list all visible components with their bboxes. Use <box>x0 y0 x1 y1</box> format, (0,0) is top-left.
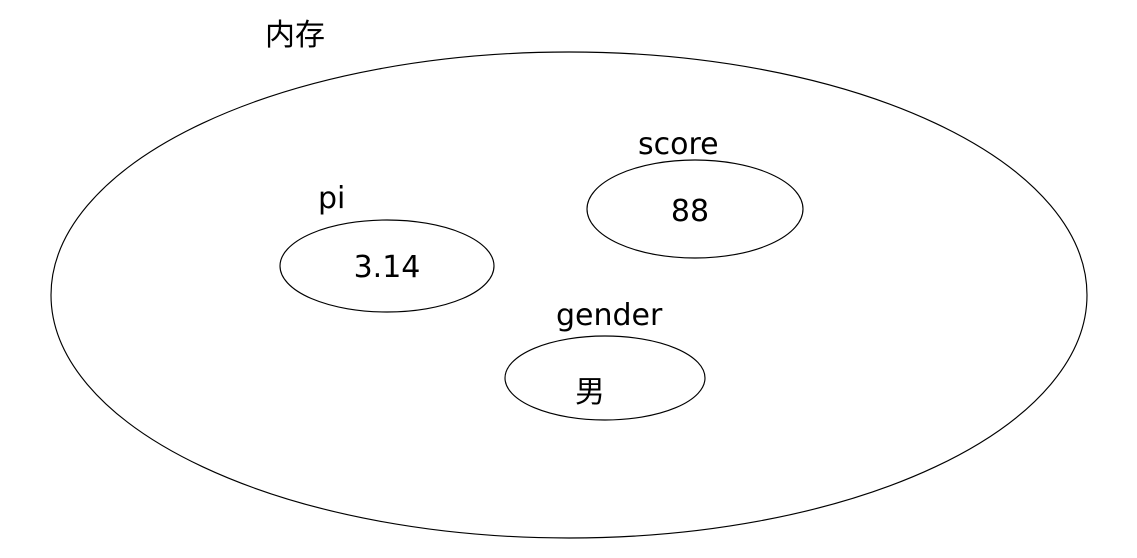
score-label: score <box>638 127 719 162</box>
score-ellipse <box>587 160 803 258</box>
variable-pi: pi 3.14 <box>280 181 494 312</box>
variable-score: score 88 <box>587 127 803 258</box>
pi-ellipse <box>280 220 494 312</box>
score-value: 88 <box>671 194 709 229</box>
pi-value: 3.14 <box>354 250 421 285</box>
variable-gender: gender 男 <box>505 298 705 420</box>
memory-container-ellipse <box>50 51 1088 539</box>
gender-value: 男 <box>575 375 605 410</box>
pi-label: pi <box>318 181 345 216</box>
gender-label: gender <box>556 298 663 333</box>
gender-ellipse <box>505 336 705 420</box>
memory-container-label: 内存 <box>265 18 325 53</box>
